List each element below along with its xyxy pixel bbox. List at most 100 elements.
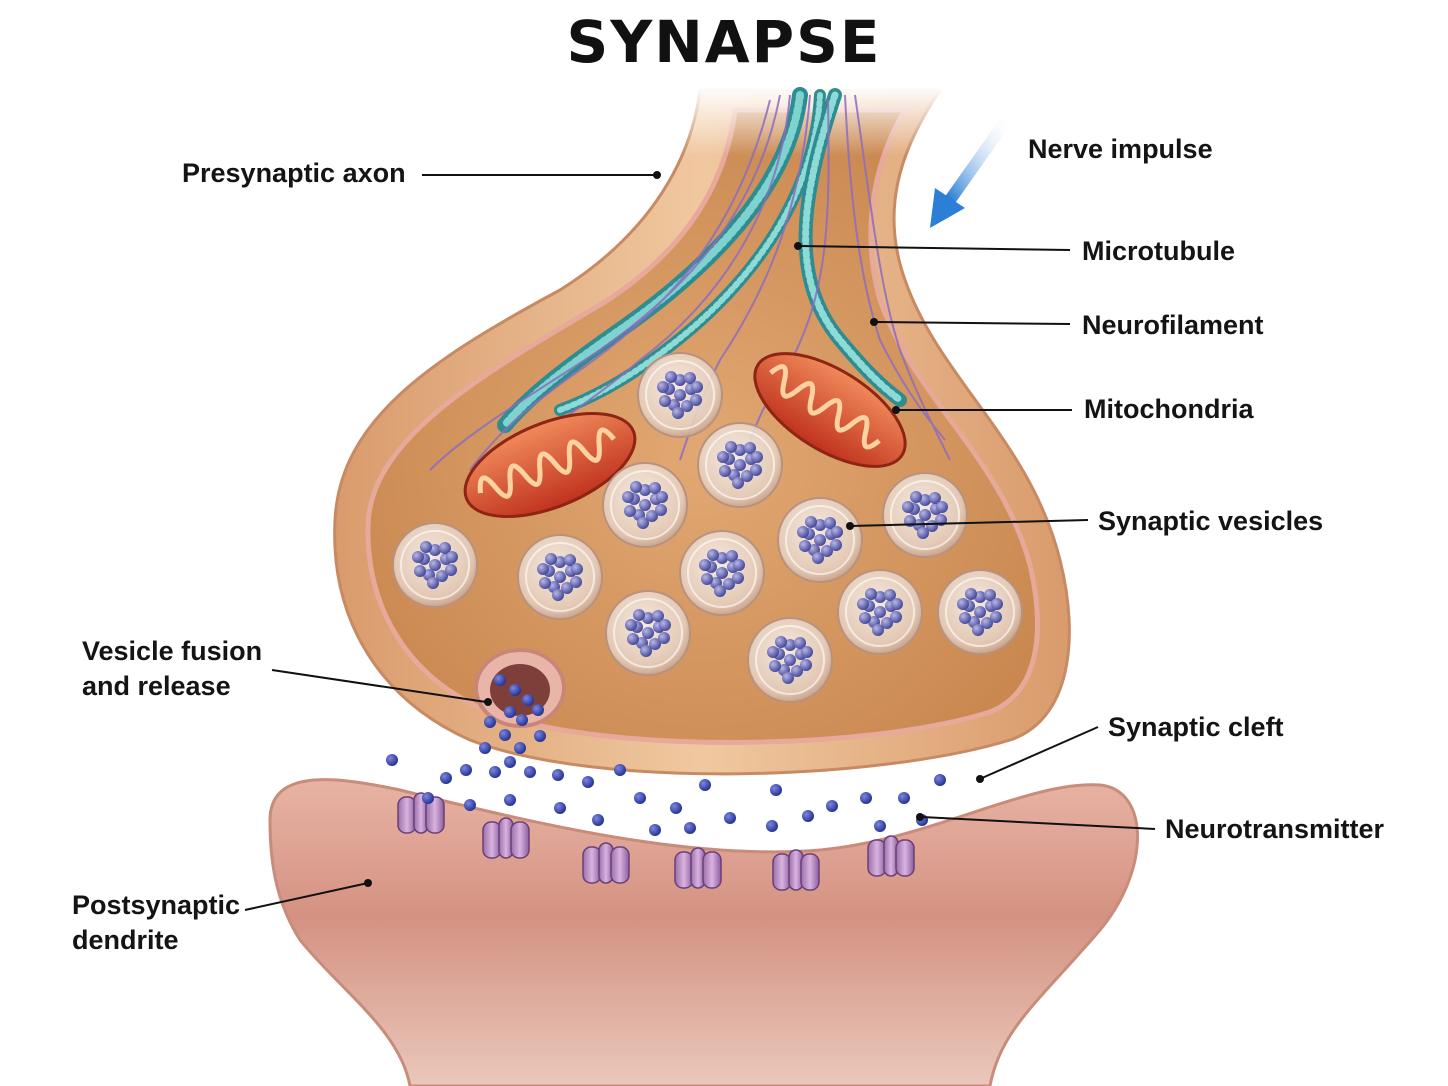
vesicle-bead xyxy=(991,598,1003,610)
neurotransmitter-molecule xyxy=(552,769,564,781)
vesicle-bead xyxy=(625,619,637,631)
vesicle-bead xyxy=(767,646,779,658)
synaptic-vesicle xyxy=(517,534,603,620)
neurotransmitter-molecule xyxy=(724,812,736,824)
vesicle-bead xyxy=(959,612,971,624)
vesicle-bead xyxy=(633,609,645,621)
vesicle-bead xyxy=(537,563,549,575)
neurotransmitter-molecule xyxy=(479,742,491,754)
vesicle-bead xyxy=(691,381,703,393)
label-postsynaptic-line2: dendrite xyxy=(72,925,179,955)
vesicle-bead xyxy=(726,550,738,562)
synaptic-vesicle xyxy=(392,522,478,608)
vesicle-bead xyxy=(732,572,744,584)
receptor xyxy=(772,849,820,891)
neurotransmitter-molecule xyxy=(766,820,778,832)
synaptic-vesicles-group xyxy=(392,352,1023,703)
neurotransmitter-molecule xyxy=(860,792,872,804)
receptor xyxy=(482,817,530,859)
label-vesicle-fusion-line2: and release xyxy=(82,671,231,701)
neurotransmitter-molecule xyxy=(802,810,814,822)
neurotransmitter-molecule xyxy=(874,820,886,832)
vesicle-bead xyxy=(545,553,557,565)
vesicle-bead xyxy=(872,624,884,636)
vesicle-bead xyxy=(659,395,671,407)
vesicle-bead xyxy=(690,394,702,406)
vesicle-bead xyxy=(830,539,842,551)
vesicle-bead xyxy=(630,481,642,493)
neurotransmitter-molecule xyxy=(504,794,516,806)
label-postsynaptic-dendrite: Postsynaptic dendrite xyxy=(72,888,240,958)
vesicle-bead xyxy=(884,589,896,601)
neurotransmitter-molecule xyxy=(504,706,516,718)
vesicle-bead xyxy=(412,551,424,563)
label-neurofilament: Neurofilament xyxy=(1082,310,1264,340)
vesicle-bead xyxy=(561,582,573,594)
vesicle-bead xyxy=(801,646,813,658)
vesicle-bead xyxy=(665,371,677,383)
diagram-title: SYNAPSE xyxy=(566,8,882,76)
vesicle-bead xyxy=(659,619,671,631)
synaptic-vesicle xyxy=(837,569,923,655)
vesicle-bead xyxy=(640,645,652,657)
neurotransmitter-molecule xyxy=(499,729,511,741)
vesicle-bead xyxy=(984,589,996,601)
neurotransmitter-molecule xyxy=(534,730,546,742)
vesicle-bead xyxy=(646,510,658,522)
vesicle-bead xyxy=(420,541,432,553)
microtubule-bundle xyxy=(497,87,907,433)
vesicle-bead xyxy=(637,517,649,529)
vesicle-bead xyxy=(439,542,451,554)
vesicle-bead xyxy=(622,491,634,503)
vesicle-bead xyxy=(891,598,903,610)
vesicle-bead xyxy=(734,459,746,471)
synaptic-vesicle xyxy=(637,352,723,438)
vesicle-bead xyxy=(656,491,668,503)
vesicle-bead xyxy=(714,585,726,597)
vesicle-bead xyxy=(874,606,886,618)
receptor xyxy=(397,792,445,834)
vesicle-bead xyxy=(649,482,661,494)
label-vesicle-fusion-line1: Vesicle fusion xyxy=(82,636,263,666)
vesicle-bead xyxy=(436,570,448,582)
vesicle-bead xyxy=(627,633,639,645)
neurotransmitter-molecule xyxy=(516,714,528,726)
neurotransmitter-molecule xyxy=(934,774,946,786)
neurotransmitter-molecule xyxy=(460,764,472,776)
vesicle-bead xyxy=(784,654,796,666)
vesicle-bead xyxy=(929,492,941,504)
neurotransmitter-molecule xyxy=(489,766,501,778)
neurotransmitter-molecule xyxy=(464,799,476,811)
synaptic-vesicle xyxy=(605,590,691,676)
neurotransmitter-molecule xyxy=(386,754,398,766)
label-vesicle-fusion: Vesicle fusion and release xyxy=(82,634,262,704)
vesicle-bead xyxy=(701,573,713,585)
vesicle-bead xyxy=(805,516,817,528)
vesicle-bead xyxy=(797,526,809,538)
synaptic-vesicle xyxy=(747,617,833,703)
vesicle-bead xyxy=(981,617,993,629)
vesicle-bead xyxy=(719,465,731,477)
vesicle-bead xyxy=(957,598,969,610)
vesicle-bead xyxy=(791,665,803,677)
synaptic-vesicle xyxy=(602,462,688,548)
vesicle-bead xyxy=(427,577,439,589)
mitochondrion-left xyxy=(463,411,637,519)
vesicle-bead xyxy=(751,451,763,463)
neurotransmitter-molecule xyxy=(634,792,646,804)
vesicle-bead xyxy=(554,571,566,583)
vesicle-bead xyxy=(965,588,977,600)
neurotransmitter-molecule xyxy=(509,684,521,696)
neurotransmitter-molecule xyxy=(522,694,534,706)
vesicle-bead xyxy=(446,551,458,563)
vesicle-bead xyxy=(812,552,824,564)
synaptic-vesicle xyxy=(777,497,863,583)
vesicle-bead xyxy=(684,372,696,384)
vesicle-bead xyxy=(570,576,582,588)
synaptic-vesicle xyxy=(679,530,765,616)
receptor xyxy=(674,847,722,889)
vesicle-bead xyxy=(910,491,922,503)
vesicle-bead xyxy=(824,517,836,529)
vesicle-bead xyxy=(814,534,826,546)
synaptic-vesicle xyxy=(697,422,783,508)
